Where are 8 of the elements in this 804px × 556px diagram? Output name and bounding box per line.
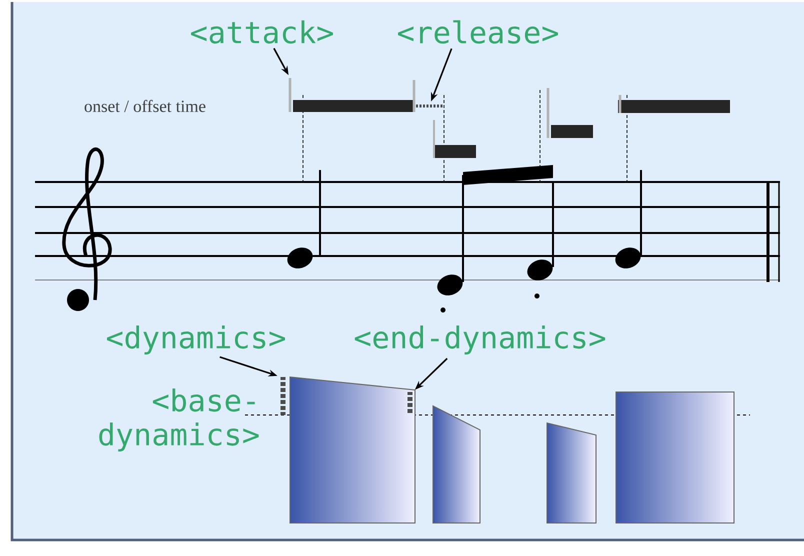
release-dotted-tick	[416, 104, 444, 108]
marker-tick	[288, 78, 292, 112]
callout-label: <dynamics>	[106, 325, 286, 354]
callout-label: <base- dynamics>	[99, 388, 259, 452]
callout-label: <attack>	[191, 20, 333, 44]
time-axis-label: onset / offset time	[84, 100, 206, 112]
callout-label: <end-dynamics>	[354, 325, 606, 354]
callout-label: <release>	[398, 20, 558, 44]
